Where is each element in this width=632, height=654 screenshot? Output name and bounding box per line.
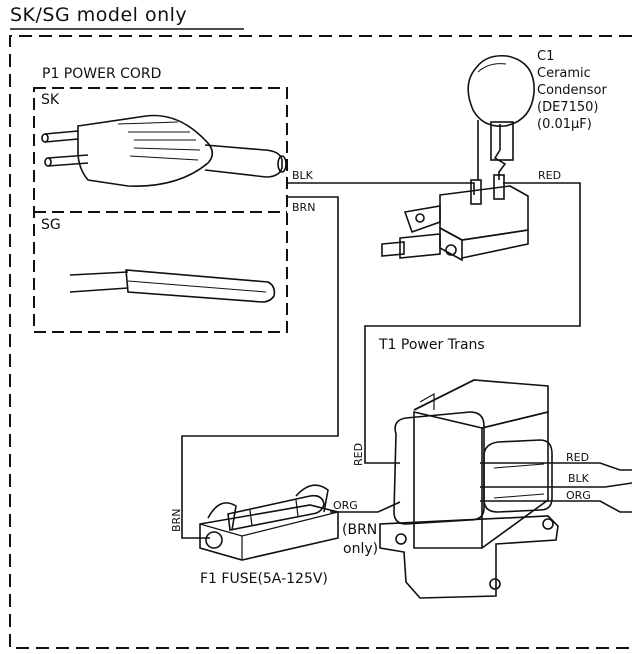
transformer-drawing xyxy=(379,379,559,599)
page-title: SK/SG model only xyxy=(10,4,188,26)
wire-blk-top xyxy=(287,182,475,195)
power-cord-title: P1 POWER CORD xyxy=(42,66,162,82)
wire-brn-long xyxy=(181,196,339,539)
capacitor-drawing xyxy=(467,54,535,205)
wire-label-org-fuse: ORG xyxy=(333,499,358,512)
sg-cable-drawing xyxy=(69,269,276,303)
wire-red-top xyxy=(364,182,581,464)
wire-label-org-right: ORG xyxy=(566,489,591,502)
capacitor-line-4: (0.01μF) xyxy=(537,117,592,132)
capacitor-ref: C1 xyxy=(537,49,555,64)
wire-label-brn-left: BRN xyxy=(170,508,183,532)
sk-plug-drawing xyxy=(41,114,287,187)
wire-label-red-left: RED xyxy=(352,442,365,466)
power-cord-box xyxy=(33,87,288,333)
outer-boundary xyxy=(9,35,632,649)
fuse-title: F1 FUSE(5A-125V) xyxy=(200,571,328,587)
sg-label: SG xyxy=(41,217,61,233)
wire-org-fuse xyxy=(330,501,401,513)
wire-label-brn-top: BRN xyxy=(292,201,316,214)
transformer-title: T1 Power Trans xyxy=(379,337,485,353)
fuse-drawing xyxy=(199,484,339,561)
wire-label-red-top: RED xyxy=(538,169,562,182)
brn-only-line-1: (BRN xyxy=(342,522,378,538)
capacitor-line-3: (DE7150) xyxy=(537,100,599,115)
brn-only-line-2: only) xyxy=(343,541,379,557)
switch-drawing xyxy=(381,185,529,262)
wires-right xyxy=(480,462,632,513)
wire-label-blk-top: BLK xyxy=(292,169,313,182)
wire-label-blk-right: BLK xyxy=(568,472,589,485)
capacitor-line-2: Condensor xyxy=(537,83,607,98)
capacitor-line-1: Ceramic xyxy=(537,66,591,81)
wire-label-red-right: RED xyxy=(566,451,590,464)
sk-label: SK xyxy=(41,92,60,108)
